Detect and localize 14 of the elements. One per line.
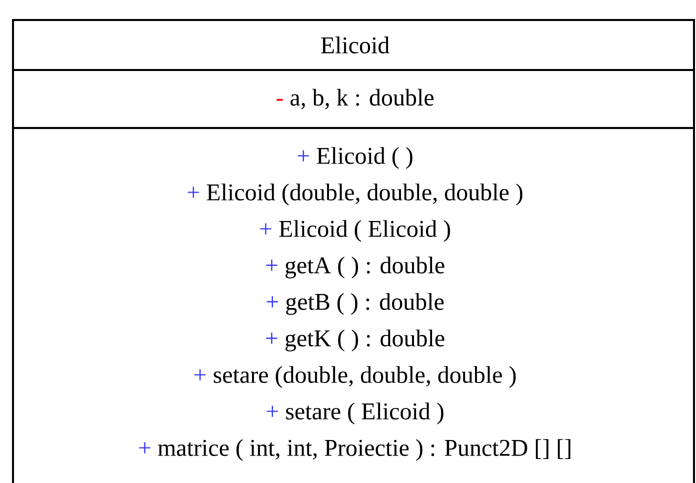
- method-text: + Elicoid ( ): [298, 147, 412, 169]
- method-text: + setare ( Elicoid ): [266, 402, 444, 424]
- method-text: + Elicoid ( Elicoid ): [260, 220, 450, 242]
- method-text: + getA ( ) : double: [266, 256, 444, 278]
- method-text: + setare (double, double, double ): [194, 366, 516, 388]
- class-compartment: [12, 127, 695, 483]
- class-compartment: [12, 19, 695, 71]
- class-compartment: [12, 69, 695, 129]
- class-name: Elicoid: [321, 36, 390, 54]
- method-text: + matrice ( int, int, Proiectie ) : Punct2D [] []: [139, 439, 570, 461]
- method-text: + getB ( ) : double: [266, 293, 444, 315]
- method-text: + getK ( ) : double: [266, 330, 444, 352]
- method-text: + Elicoid (double, double, double ): [188, 184, 522, 206]
- attribute-text: - a, b, k : double: [276, 88, 434, 110]
